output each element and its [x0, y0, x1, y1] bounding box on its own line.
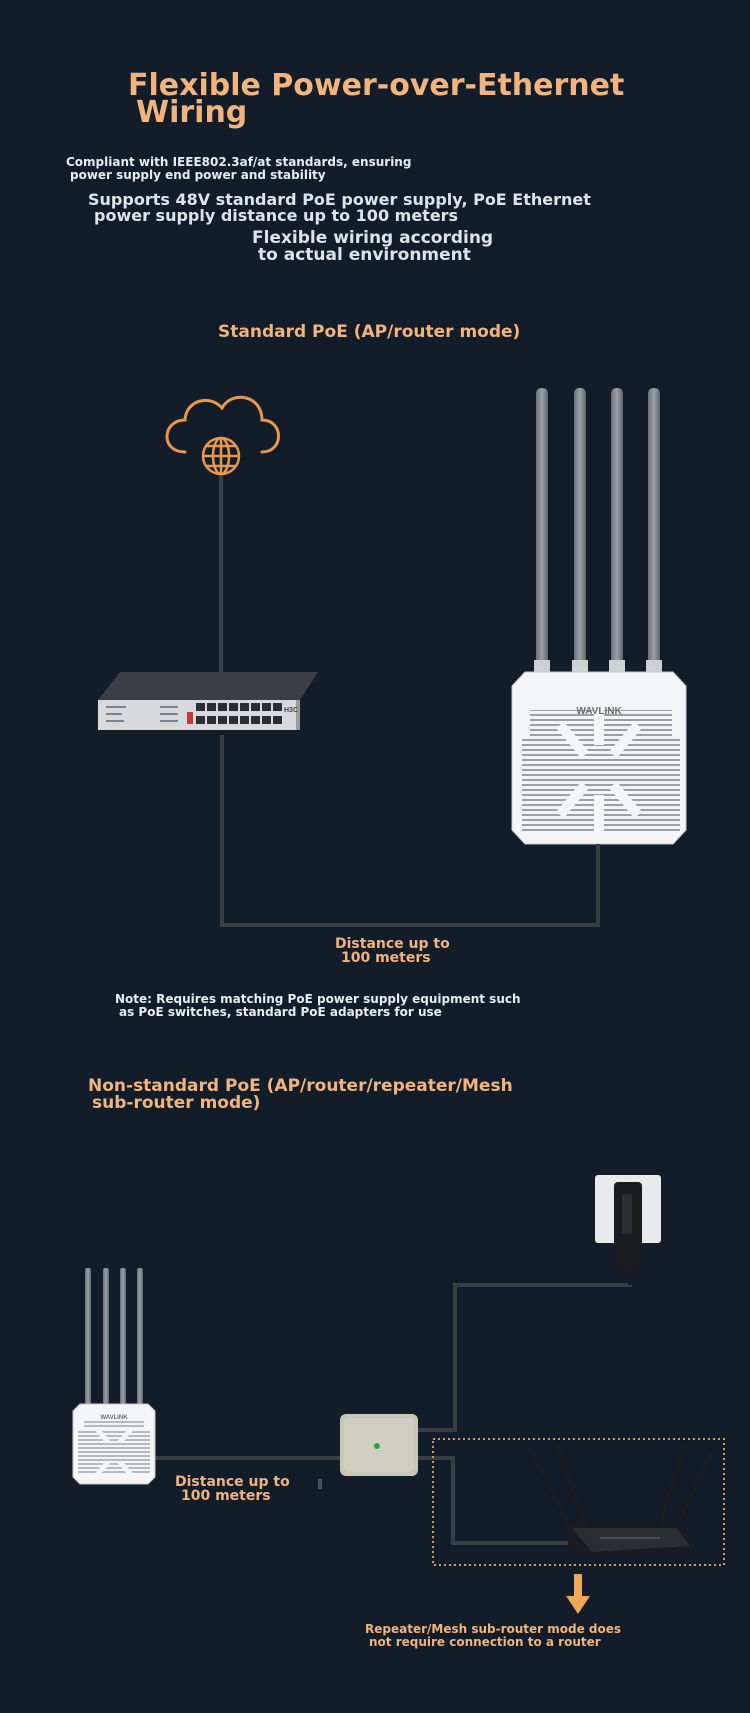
section1-note-line-1: Note: Requires matching PoE power supply… [115, 992, 521, 1006]
poe-switch: H3C [98, 672, 318, 730]
switch-console-port [187, 712, 193, 724]
switch-ports [196, 703, 282, 724]
section1-distance-label: Distance up to 100 meters [335, 937, 450, 965]
section1-cables [219, 470, 600, 927]
section1-heading: Standard PoE (AP/router mode) [218, 322, 521, 342]
section1-distance-line-2: 100 meters [341, 950, 431, 966]
cloud-icon [165, 395, 280, 454]
flexible-text: Flexible wiring according to actual envi… [252, 230, 612, 264]
title-line-1: Flexible Power-over-Ethernet [128, 68, 625, 103]
router-small-antennas [85, 1268, 143, 1404]
title-line-2: Wiring [136, 95, 248, 130]
down-arrow-icon [566, 1574, 590, 1614]
decorative-mark [318, 1479, 322, 1489]
power-adapter [595, 1175, 661, 1286]
section2-cables [155, 1283, 632, 1545]
section1-note: Note: Requires matching PoE power supply… [115, 993, 635, 1019]
repeater-note-line-2: not require connection to a router [369, 1635, 601, 1649]
globe-icon [201, 436, 241, 476]
repeater-note-line-1: Repeater/Mesh sub-router mode does [365, 1622, 622, 1636]
optional-router-box [432, 1438, 725, 1566]
compliance-line-2: power supply end power and stability [70, 168, 326, 182]
compliance-text: Compliant with IEEE802.3af/at standards,… [66, 156, 486, 182]
router-small-brand: WAVLINK [100, 1415, 128, 1421]
supports-text: Supports 48V standard PoE power supply, … [88, 192, 728, 224]
flexible-line-1: Flexible wiring according [252, 228, 494, 248]
injector-status-led [374, 1443, 380, 1449]
poe-injector [340, 1414, 418, 1476]
flexible-line-2: to actual environment [258, 245, 471, 265]
section2-heading-line-1: Non-standard PoE (AP/router/repeater/Mes… [88, 1076, 513, 1096]
section1-distance-line-1: Distance up to [335, 936, 450, 952]
compliance-line-1: Compliant with IEEE802.3af/at standards,… [66, 155, 412, 169]
section2-distance-line-2: 100 meters [181, 1488, 271, 1504]
section2-heading-line-2: sub-router mode) [92, 1093, 261, 1113]
poe-cable [220, 735, 600, 927]
router-large-antennas [534, 388, 662, 672]
adapter-power-cable [418, 1283, 632, 1432]
router-large: WAVLINK [511, 388, 687, 852]
mesh-router [531, 1442, 714, 1556]
section2-distance-line-1: Distance up to [175, 1474, 290, 1490]
page-title: Flexible Power-over-Ethernet Wiring [128, 71, 648, 130]
supports-line-1: Supports 48V standard PoE power supply, … [88, 190, 591, 209]
router-large-x-mark [556, 695, 642, 840]
lan-cable [418, 1456, 570, 1545]
supports-line-2: power supply distance up to 100 meters [94, 206, 459, 225]
section2-heading: Non-standard PoE (AP/router/repeater/Mes… [88, 1078, 648, 1112]
router-large-brand: WAVLINK [576, 706, 622, 717]
section2-distance-label: Distance up to 100 meters [175, 1475, 290, 1503]
router-small: WAVLINK [72, 1268, 156, 1485]
section1-note-line-2: as PoE switches, standard PoE adapters f… [119, 1005, 442, 1019]
repeater-note: Repeater/Mesh sub-router mode does not r… [365, 1623, 621, 1649]
switch-brand-label: H3C [284, 707, 298, 714]
